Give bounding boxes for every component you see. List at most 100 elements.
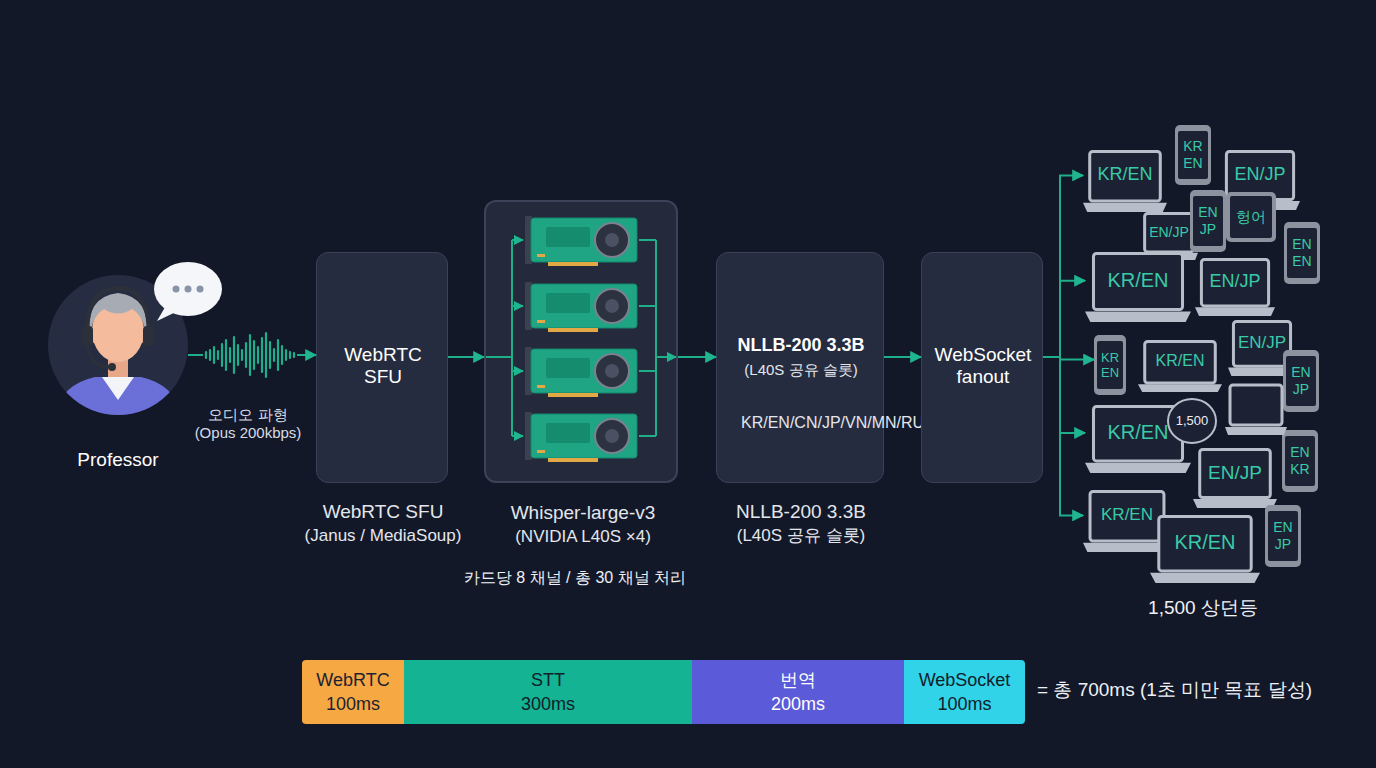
process-box: WebSocket fanout (921, 252, 1043, 483)
laptop-screen (1200, 450, 1271, 498)
node-sublabel: (Janus / MediaSoup) (273, 526, 493, 546)
node-label: EN/JP (1226, 164, 1293, 185)
laptop-base (1083, 203, 1167, 212)
node-label: 번역 (692, 670, 904, 691)
node-label: EN JP (1192, 204, 1224, 237)
device-tablet: 헝어 (1226, 192, 1276, 242)
process-box: NLLB-200 3.3B(L40S 공유 슬롯)KR/EN/CN/JP/VN/… (716, 252, 884, 483)
node-label: EN/JP (1201, 271, 1268, 292)
latency-segment: WebRTC100ms (302, 660, 404, 724)
node-label: EN/JP (1200, 461, 1271, 483)
input-branch (512, 435, 523, 437)
node-label: Whisper-large-v3 (463, 502, 703, 524)
device-phone: KR EN (1175, 125, 1211, 185)
avatar-neck (108, 356, 128, 380)
professor-avatar (50, 288, 186, 432)
input-split-wire (486, 240, 512, 436)
avatar-ear (139, 327, 149, 343)
flow-arrow (678, 356, 716, 358)
flow-arrow (884, 356, 921, 358)
audio-waveform (206, 333, 294, 377)
laptop-screen (1233, 322, 1290, 367)
tablet-screen (1230, 196, 1272, 238)
flow-arrow (188, 354, 316, 356)
node-label: KR/EN (1145, 352, 1216, 371)
node-label: WebSocket (904, 670, 1025, 691)
fanout-arrow (1043, 357, 1083, 515)
device-laptop: KR/EN (1138, 340, 1222, 392)
device-laptop: EN/JP (1195, 258, 1275, 316)
laptop-base (1150, 573, 1260, 583)
phone-screen (1285, 436, 1315, 486)
bubble-tail (157, 302, 180, 321)
headset-cup (143, 326, 155, 346)
node-label: STT (404, 670, 692, 691)
laptop-screen (1090, 152, 1161, 202)
node-sublabel: (L40S 공유 슬롯) (721, 361, 881, 379)
total-latency-note: = 총 700ms (1초 미만 목표 달성) (1037, 679, 1367, 701)
output-merge-wire (639, 240, 656, 436)
node-label: EN JP (1285, 364, 1317, 397)
input-branch (512, 370, 523, 372)
phone-body (1265, 505, 1301, 567)
fanout-arrow (1043, 357, 1094, 360)
avatar-shirt (50, 377, 186, 432)
device-laptop: KR/EN (1083, 150, 1167, 212)
node-label: WebSocket fanout (928, 344, 1038, 389)
laptop-base (1085, 312, 1191, 323)
device-laptop: KR/EN (1150, 515, 1260, 583)
node-label: EN/JP (1233, 333, 1290, 353)
device-phone: KR EN (1094, 335, 1126, 395)
device-monitor (1225, 385, 1287, 435)
laptop-base (1195, 307, 1275, 316)
device-phone: EN EN (1284, 222, 1320, 284)
phone-screen (1178, 131, 1208, 179)
laptop-screen (1159, 517, 1251, 571)
latency-segment: STT 300ms (404, 660, 692, 724)
node-sublabel: WebRTC SFU (273, 501, 493, 523)
device-phone: EN JP (1265, 505, 1301, 567)
laptop-screen (1090, 492, 1164, 542)
process-box: WebRTC SFUWebRTC SFU(Janus / MediaSoup) (316, 252, 448, 483)
node-label: KR EN (1177, 138, 1209, 171)
phone-body (1190, 190, 1226, 252)
device-circle: 1,500 (1167, 398, 1217, 444)
gpu-card (525, 347, 637, 397)
node-label: Professor (38, 449, 198, 471)
bubble-body (154, 262, 222, 316)
bubble-dot (197, 286, 204, 293)
gpu-fan-wires (486, 240, 676, 436)
latency-segment: 번역200ms (692, 660, 904, 724)
node-label: KR/EN (1090, 165, 1161, 186)
device-laptop: KR/EN (1085, 252, 1191, 322)
phone-screen (1287, 228, 1317, 278)
node-label: KR/EN (1090, 505, 1164, 525)
speech-bubble (154, 262, 222, 321)
gpu-card (525, 282, 637, 332)
headset-cup (81, 326, 93, 346)
node-sublabel: 300ms (404, 694, 692, 715)
node-label: NLLB-200 3.3B (721, 335, 881, 356)
annotation-label: 1,500 상던등 (1093, 597, 1313, 619)
node-label: KR EN (1096, 350, 1124, 381)
node-label: EN/JP (1145, 223, 1194, 240)
node-label: 헝어 (1229, 208, 1273, 226)
headset-band (87, 288, 149, 334)
phone-body (1283, 350, 1319, 412)
device-phone: EN JP (1283, 350, 1319, 412)
node-label: KR/EN (1159, 531, 1251, 555)
gpu-cluster-box: Whisper-large-v3(NVIDIA L40S ×4) (484, 200, 678, 483)
node-label: KR/EN (1093, 269, 1182, 293)
laptop-screen (1093, 254, 1182, 310)
avatar-collar (102, 377, 134, 400)
node-label: EN KR (1284, 444, 1316, 477)
avatar-hair (89, 293, 146, 336)
node-label: EN EN (1286, 236, 1318, 269)
gpu-cards (525, 216, 637, 462)
node-label: WebRTC SFU (323, 344, 443, 389)
phone-body (1175, 125, 1211, 185)
